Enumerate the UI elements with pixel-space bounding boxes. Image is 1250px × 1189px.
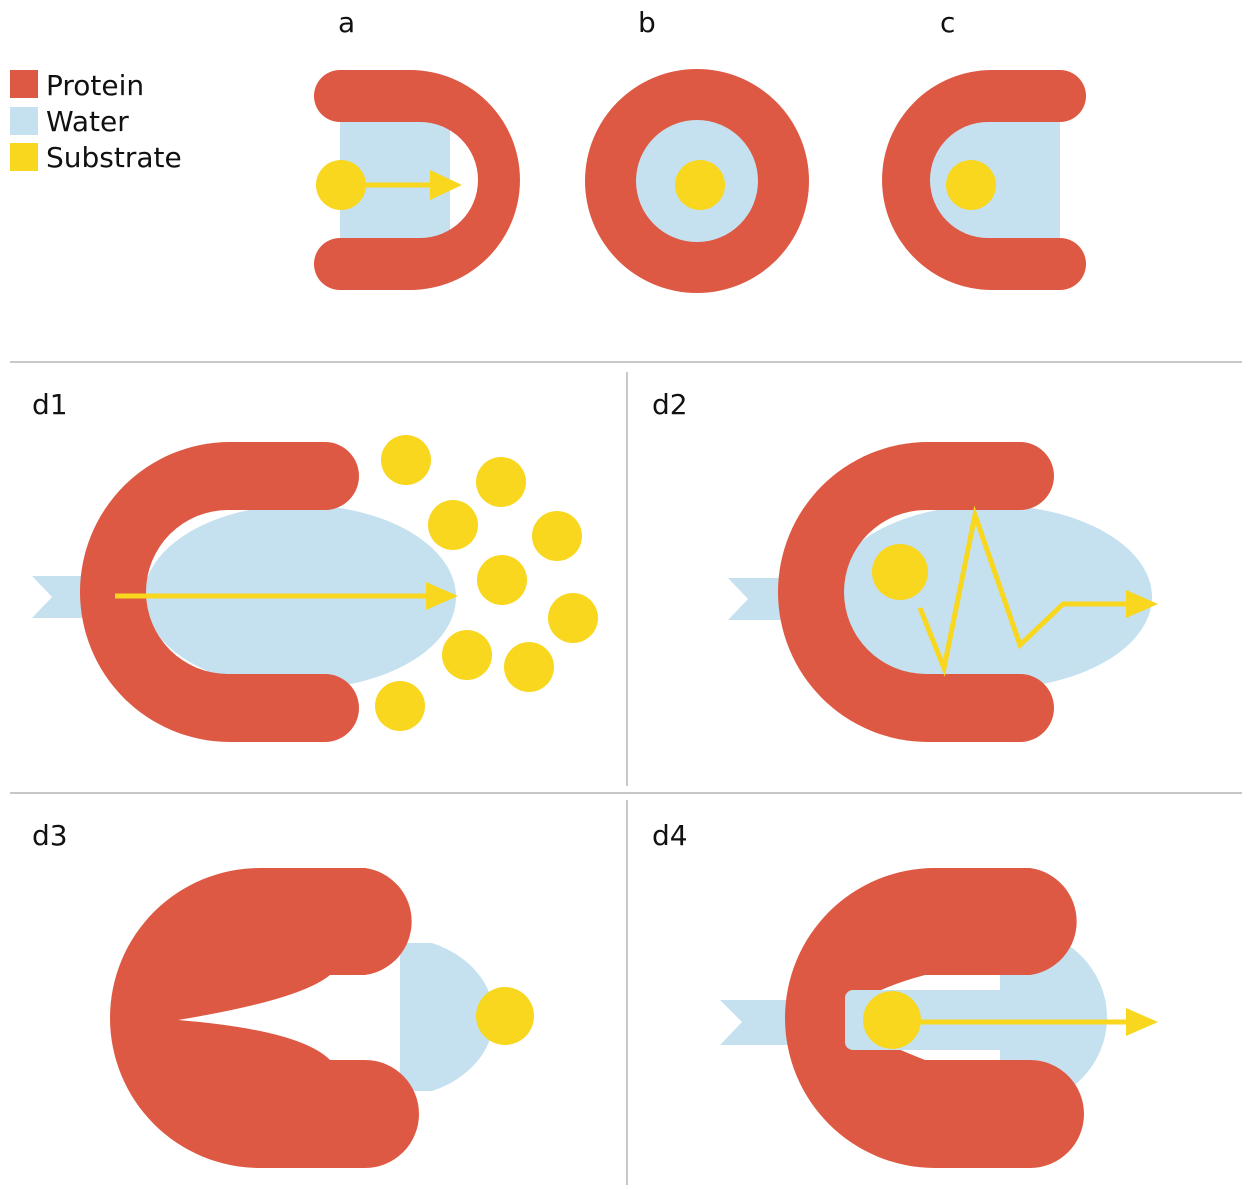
panel-b xyxy=(585,69,809,293)
panel-d3-water xyxy=(400,943,495,1091)
panel-d4-water-pocket xyxy=(1000,935,1108,1100)
legend-swatch-substrate xyxy=(10,143,38,171)
panel-d1-substrate xyxy=(442,630,492,680)
panel-d4 xyxy=(720,868,1158,1168)
legend-swatch-water xyxy=(10,107,38,135)
panel-d2 xyxy=(728,442,1158,742)
panel-d4-protein xyxy=(785,868,1084,1168)
panel-d3-substrate xyxy=(476,987,534,1045)
panel-label-a: a xyxy=(338,6,355,39)
panel-label-c: c xyxy=(940,6,955,39)
panel-d1-substrate xyxy=(428,500,478,550)
legend-label-substrate: Substrate xyxy=(46,141,182,174)
panel-d3 xyxy=(110,868,534,1168)
panel-b-substrate xyxy=(675,160,725,210)
panel-c xyxy=(882,70,1086,290)
panel-d1-substrate xyxy=(504,642,554,692)
panel-label-d4: d4 xyxy=(652,819,688,852)
legend-swatch-protein xyxy=(10,70,38,98)
panel-d1-substrate xyxy=(477,555,527,605)
panel-d4-substrate xyxy=(863,991,921,1049)
legend: Protein Water Substrate xyxy=(10,69,182,174)
panel-d1-substrate xyxy=(381,435,431,485)
panel-a-protein xyxy=(314,70,520,290)
panel-label-d2: d2 xyxy=(652,388,688,421)
panel-label-b: b xyxy=(638,6,656,39)
panel-d4-arrow-head xyxy=(1126,1008,1158,1036)
panel-label-d3: d3 xyxy=(32,819,68,852)
panel-c-substrate xyxy=(946,160,996,210)
panel-a xyxy=(314,70,520,290)
panel-a-substrate xyxy=(316,160,366,210)
panel-d1-substrate xyxy=(476,457,526,507)
panel-a-arrow-head xyxy=(430,170,462,200)
panel-c-protein xyxy=(882,70,1086,290)
panel-d1 xyxy=(32,435,598,742)
panel-d1-substrate xyxy=(375,681,425,731)
legend-label-protein: Protein xyxy=(46,69,144,102)
panel-d2-zigzag-path xyxy=(917,505,1128,677)
panel-d3-protein xyxy=(110,868,419,1168)
panel-d1-arrow-head xyxy=(426,582,458,610)
panel-d1-protein xyxy=(80,442,359,742)
panel-d1-substrate xyxy=(532,511,582,561)
legend-label-water: Water xyxy=(46,105,129,138)
panel-d1-substrate xyxy=(548,593,598,643)
panel-label-d1: d1 xyxy=(32,388,68,421)
panel-d2-protein xyxy=(778,442,1054,742)
panel-d2-substrate xyxy=(872,544,928,600)
panel-d2-arrow-head xyxy=(1126,590,1158,618)
